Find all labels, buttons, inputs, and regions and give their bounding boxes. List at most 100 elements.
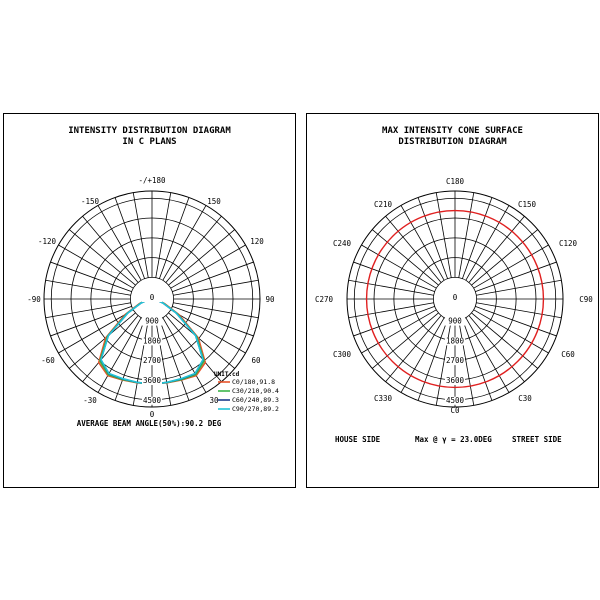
average-beam-angle: AVERAGE BEAM ANGLE(50%):90.2 DEG (77, 419, 222, 428)
grid-spoke (462, 319, 493, 401)
grid-spoke (361, 244, 437, 289)
left-angle-label: -150 (81, 197, 100, 206)
grid-spoke (50, 306, 132, 337)
grid-spoke (82, 216, 139, 283)
right-radial-label-bg (445, 337, 465, 346)
left-angle-label: -60 (41, 356, 55, 365)
grid-spoke (165, 315, 222, 382)
grid-spoke (468, 216, 525, 283)
left-radial-label-bg (142, 337, 162, 346)
grid-spoke (132, 320, 149, 406)
max-intensity-cone-panel: MAX INTENSITY CONE SURFACE DISTRIBUTION … (306, 113, 599, 488)
right-angle-label: C300 (333, 350, 352, 359)
grid-spoke (173, 302, 259, 319)
left-angle-label: -30 (83, 396, 97, 405)
grid-spoke (400, 205, 445, 281)
left-title-line-1: INTENSITY DISTRIBUTION DIAGRAM (68, 126, 231, 136)
grid-spoke (458, 192, 475, 278)
left-angle-label: 90 (265, 295, 275, 304)
right-angle-label: C180 (446, 177, 465, 186)
right-angle-label: C60 (561, 350, 575, 359)
left-radial-label: 1800 (143, 336, 162, 345)
grid-spoke (97, 205, 142, 281)
grid-spoke (58, 309, 134, 354)
grid-spoke (165, 216, 222, 283)
left-title-line-2: IN C PLANS (122, 137, 177, 147)
legend-label: C60/240,89.3 (232, 396, 279, 404)
grid-spoke (417, 197, 448, 279)
right-radial-label: 0 (453, 293, 458, 302)
grid-spoke (465, 317, 510, 393)
left-radial-label: 4500 (143, 396, 162, 405)
right-radial-label-bg (445, 317, 465, 326)
right-radial-label: 900 (448, 317, 462, 326)
grid-spoke (435, 192, 452, 278)
max-gamma-label: Max @ γ = 23.0DEG (415, 435, 492, 444)
left-legend: C0/180,91.8C30/210,90.4C60/240,89.3C90/2… (218, 378, 279, 413)
left-radial-label-bg (142, 377, 162, 385)
left-polar-grid (43, 190, 261, 408)
left-angle-label: 30 (209, 396, 219, 405)
left-radial-label: 2700 (143, 356, 162, 365)
grid-spoke (50, 261, 132, 292)
right-radial-label-bg (445, 294, 465, 302)
left-radial-labels: 0 900 1800 2700 3600 4500 (142, 293, 162, 405)
grid-spoke (348, 302, 434, 319)
grid-spoke (45, 279, 131, 296)
legend-label: C0/180,91.8 (232, 378, 275, 386)
right-series-curves (365, 209, 545, 389)
right-angle-label: C90 (579, 295, 593, 304)
grid-spoke (114, 319, 145, 401)
grid-spoke (170, 309, 246, 354)
grid-spoke (168, 229, 235, 286)
right-radial-label: 1800 (446, 336, 465, 345)
left-radial-label: 3600 (143, 376, 162, 385)
grid-spoke (353, 306, 435, 337)
right-angle-label: C30 (518, 394, 532, 403)
grid-spoke (58, 244, 134, 289)
left-angle-label: 0 (150, 410, 155, 419)
right-radial-label: 3600 (446, 376, 465, 385)
grid-spoke (97, 317, 142, 393)
right-polar-grid (346, 190, 564, 408)
grid-spoke (400, 317, 445, 393)
right-angle-label: C270 (315, 295, 334, 304)
intensity-distribution-panel: INTENSITY DISTRIBUTION DIAGRAM IN C PLAN… (3, 113, 296, 488)
grid-spoke (372, 229, 439, 286)
grid-spoke (475, 306, 557, 337)
grid-spoke (465, 205, 510, 281)
grid-spoke (473, 309, 549, 354)
left-radial-label-bg (142, 396, 162, 405)
grid-spoke (471, 229, 538, 286)
right-title-line-2: DISTRIBUTION DIAGRAM (398, 137, 507, 147)
grid-spoke (69, 312, 136, 369)
grid-spoke (170, 244, 246, 289)
grid-spoke (172, 261, 254, 292)
grid-spoke (159, 319, 190, 401)
left-radial-label: 900 (145, 317, 159, 326)
grid-spoke (45, 302, 131, 319)
right-radial-label-bg (445, 357, 465, 366)
left-radial-label-bg (142, 317, 162, 326)
legend-label: C90/270,89.2 (232, 405, 279, 413)
right-angle-label: C240 (333, 239, 352, 248)
grid-spoke (475, 261, 557, 292)
left-angle-label: -90 (27, 295, 41, 304)
grid-spoke (435, 320, 452, 406)
right-radial-label: 4500 (446, 396, 465, 405)
grid-spoke (82, 315, 139, 382)
left-radial-label-bg (142, 294, 162, 302)
grid-spoke (348, 279, 434, 296)
grid-spoke (155, 320, 172, 406)
right-radial-label-bg (445, 396, 465, 405)
left-angle-label: 60 (251, 356, 261, 365)
grid-spoke (155, 192, 172, 278)
legend-label: C30/210,90.4 (232, 387, 279, 395)
left-radial-label: 0 (150, 293, 155, 302)
grid-spoke (471, 312, 538, 369)
right-angle-label: C0 (450, 406, 460, 415)
grid-spoke (476, 279, 562, 296)
grid-spoke (162, 317, 207, 393)
